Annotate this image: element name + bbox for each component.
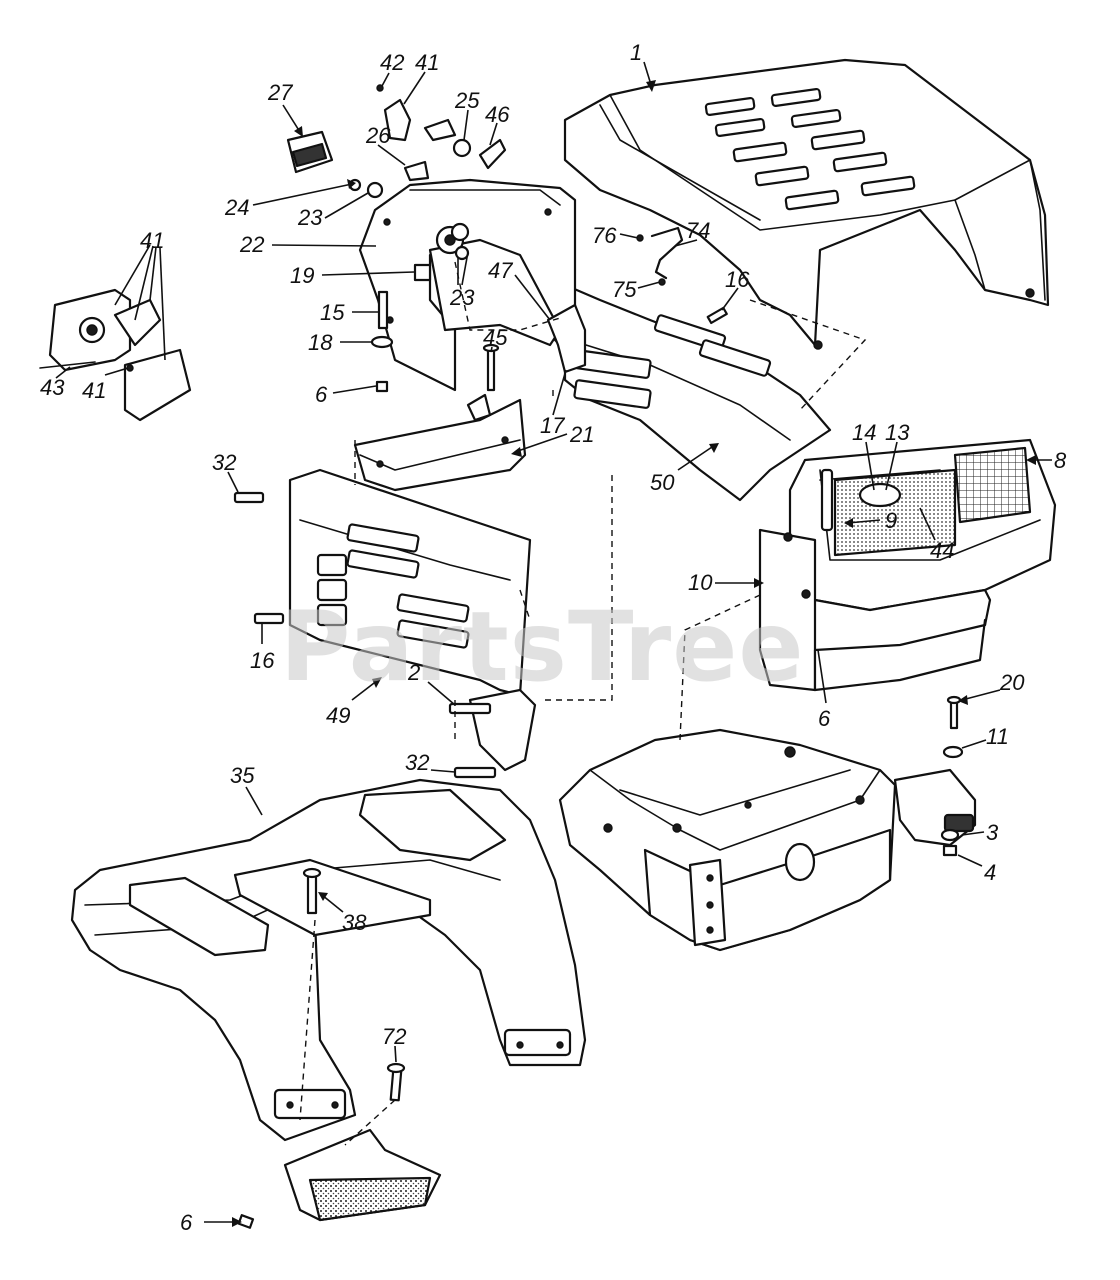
lower-bracket-assembly xyxy=(237,1062,442,1229)
callout-labels: 1 42 41 27 25 46 26 24 23 22 19 23 15 18… xyxy=(40,40,1067,1235)
bolt-part-38 xyxy=(302,867,322,915)
bracket-fasteners-left xyxy=(370,290,394,393)
callout-76: 76 xyxy=(592,223,617,248)
callout-13: 13 xyxy=(885,420,910,445)
callout-1: 1 xyxy=(630,40,642,65)
top-hardware xyxy=(348,84,507,261)
dash-bolts xyxy=(233,491,497,779)
chassis-frame xyxy=(558,728,977,952)
callout-72: 72 xyxy=(382,1024,406,1049)
front-nose-assembly xyxy=(758,438,1057,692)
callout-20: 20 xyxy=(999,670,1025,695)
callout-16-b: 16 xyxy=(250,648,275,673)
callout-6-c: 6 xyxy=(180,1210,193,1235)
callout-35: 35 xyxy=(230,763,255,788)
callout-18: 18 xyxy=(308,330,333,355)
callout-50: 50 xyxy=(650,470,675,495)
callout-41-multi: 41 xyxy=(140,228,164,253)
inset-bracket-part-41 xyxy=(39,288,192,422)
callout-38: 38 xyxy=(342,910,367,935)
callout-22: 22 xyxy=(239,232,264,257)
callout-11: 11 xyxy=(986,724,1009,749)
callout-23-b: 23 xyxy=(449,285,475,310)
hood-part-1 xyxy=(563,58,1050,350)
headlight-lens xyxy=(833,468,957,557)
callout-74: 74 xyxy=(686,218,710,243)
callout-49: 49 xyxy=(326,703,350,728)
callout-21: 21 xyxy=(569,422,594,447)
callout-47: 47 xyxy=(488,258,513,283)
callout-44: 44 xyxy=(930,538,954,563)
callout-26: 26 xyxy=(365,123,391,148)
callout-4: 4 xyxy=(984,860,996,885)
callout-6-b: 6 xyxy=(818,706,831,731)
callout-45: 45 xyxy=(483,325,508,350)
callout-75: 75 xyxy=(612,277,637,302)
callout-42: 42 xyxy=(380,50,404,75)
callout-6-a: 6 xyxy=(315,382,328,407)
callout-27: 27 xyxy=(267,80,293,105)
callout-32-b: 32 xyxy=(405,750,429,775)
side-fasteners xyxy=(546,303,728,374)
connection-lines xyxy=(299,261,867,1146)
support-bracket-part-21 xyxy=(353,393,527,492)
callout-41-top: 41 xyxy=(415,50,439,75)
callout-15: 15 xyxy=(320,300,345,325)
fender-part-35 xyxy=(70,778,587,1142)
callout-24: 24 xyxy=(224,195,249,220)
callout-19: 19 xyxy=(290,263,314,288)
switch-part-27 xyxy=(286,130,334,174)
fender-foot-pads xyxy=(128,788,572,1120)
watermark-text: PartsTree xyxy=(280,591,804,703)
callout-8: 8 xyxy=(1054,448,1067,473)
side-panel-part-50 xyxy=(563,283,832,502)
callout-9: 9 xyxy=(885,508,897,533)
callout-25: 25 xyxy=(454,88,480,113)
leader-lines xyxy=(55,61,1052,1227)
hood-vent-slots xyxy=(704,87,916,211)
dash-vent-slots xyxy=(316,523,470,649)
callout-32-a: 32 xyxy=(212,450,236,475)
callout-43: 43 xyxy=(40,375,65,400)
dash-panel-part-22 xyxy=(358,178,577,392)
callout-46: 46 xyxy=(485,102,510,127)
callout-17: 17 xyxy=(540,413,565,438)
callout-3: 3 xyxy=(986,820,999,845)
callout-2: 2 xyxy=(407,660,420,685)
callout-41-bottom: 41 xyxy=(82,378,106,403)
hitch-hardware xyxy=(940,695,964,857)
front-grille-part-8 xyxy=(953,446,1032,524)
callout-23-a: 23 xyxy=(297,205,323,230)
small-bracket-74 xyxy=(636,226,684,286)
callout-14: 14 xyxy=(852,420,876,445)
callout-16-a: 16 xyxy=(725,267,750,292)
callout-10: 10 xyxy=(688,570,713,595)
